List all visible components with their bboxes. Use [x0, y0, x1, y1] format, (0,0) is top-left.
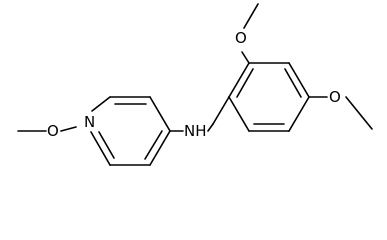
oxygen-pyridine-label: O [47, 122, 59, 140]
bond-b4-b5 [288, 62, 310, 98]
bond-b6-o [241, 51, 250, 64]
bond-o-methyl-para [345, 96, 373, 130]
bond-c6-o [60, 126, 77, 132]
double-bond-b6-b1 [236, 68, 254, 98]
pyridine-ring [90, 96, 171, 166]
benzene-ring [228, 62, 310, 132]
bond-c4-c5 [149, 130, 171, 166]
double-bond-c6-n1 [98, 131, 115, 159]
bond-o-methyl-ortho [243, 3, 259, 29]
oxygen-para-label: O [329, 88, 341, 106]
double-bond-c4-c5 [144, 130, 163, 160]
bond-c6-n1 [90, 131, 111, 166]
bond-c3-c4 [149, 96, 171, 132]
bond-b6-b1 [228, 62, 250, 98]
bond-ch2-ring [212, 96, 230, 125]
bond-b1-b2 [228, 96, 250, 132]
pyridine-nitrogen-label: N [84, 113, 95, 131]
oxygen-ortho-label: O [235, 29, 247, 47]
amine-nh-label: NH [184, 122, 207, 140]
bond-b3-b4 [288, 96, 310, 132]
bond-n1-c2 [91, 96, 111, 112]
double-bond-b4-b5 [284, 68, 302, 98]
chemical-structure-diagram: N O NH O O [17, 3, 373, 166]
bond-nh-ch2 [207, 123, 214, 132]
